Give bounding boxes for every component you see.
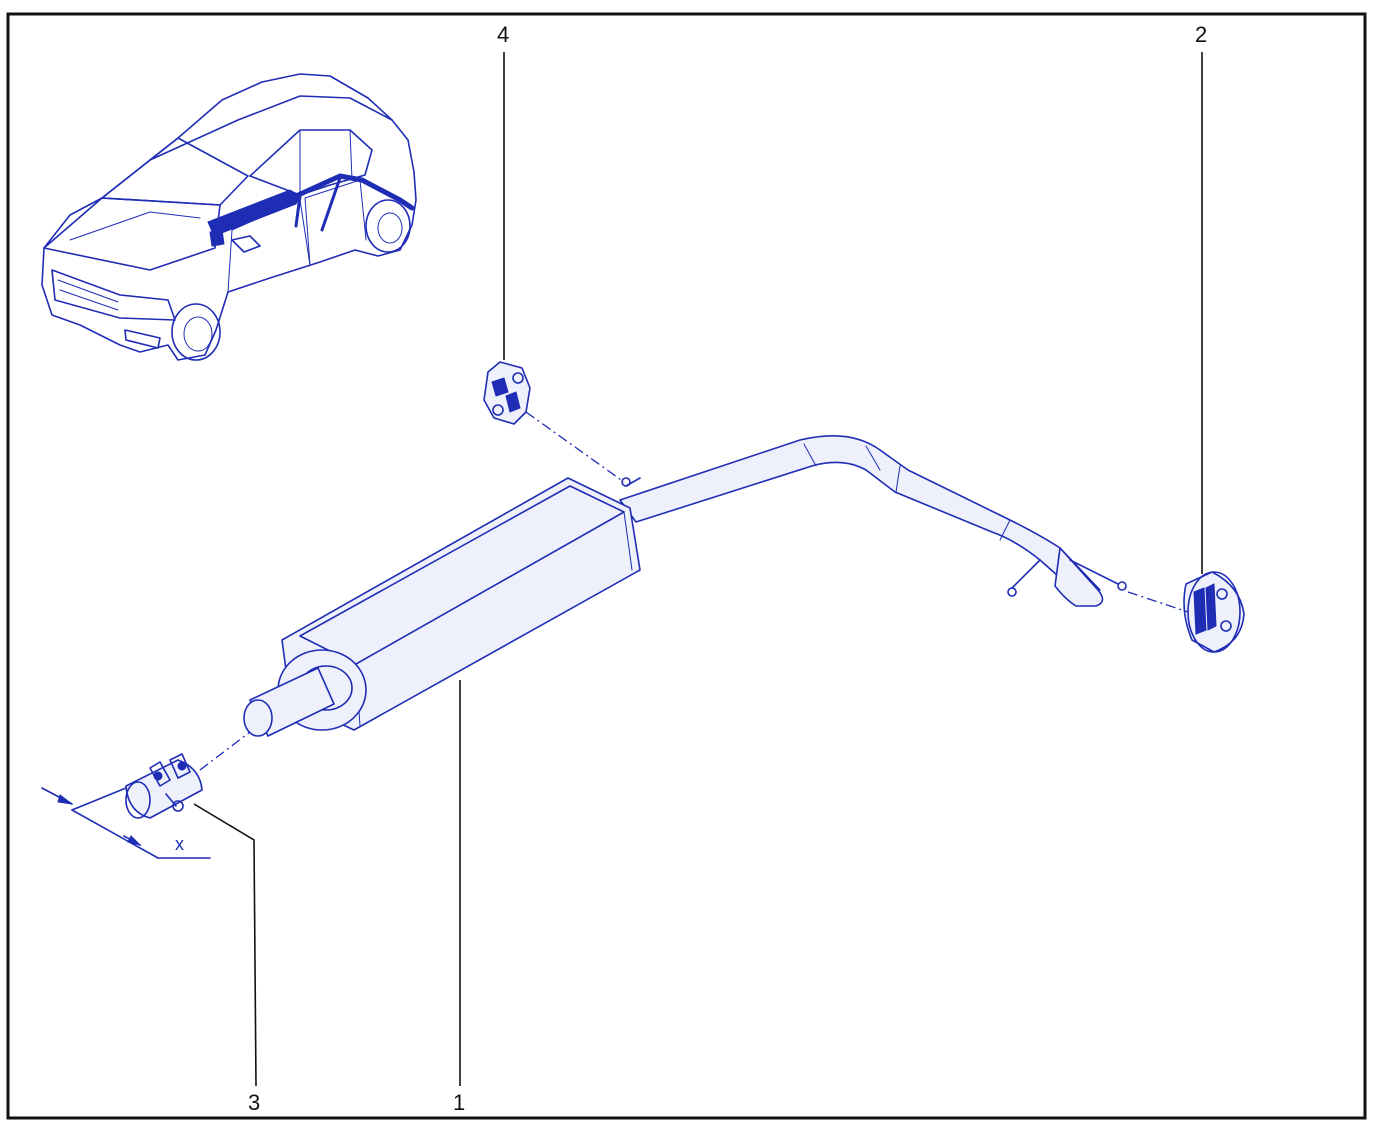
diagram-frame — [6, 12, 1367, 1120]
callout-2-label: 2 — [1195, 22, 1207, 47]
callout-4: 4 — [497, 22, 509, 360]
part-2-rubber-mounting — [1183, 571, 1245, 653]
part-4-rubber-mounting — [483, 361, 531, 425]
callout-1: 1 — [453, 680, 465, 1115]
callout-3-label: 3 — [248, 1090, 260, 1115]
callout-3: 3 — [193, 803, 260, 1115]
part-1-rear-silencer — [243, 435, 1127, 737]
assembly-axes — [199, 411, 1189, 771]
dimension-x-label: x — [175, 834, 184, 854]
callout-2: 2 — [1195, 22, 1207, 574]
callout-1-label: 1 — [453, 1090, 465, 1115]
vehicle-locator-illustration — [41, 73, 417, 361]
dimension-x: x — [41, 787, 211, 859]
part-3-clamp — [125, 753, 203, 819]
callout-4-label: 4 — [497, 22, 509, 47]
